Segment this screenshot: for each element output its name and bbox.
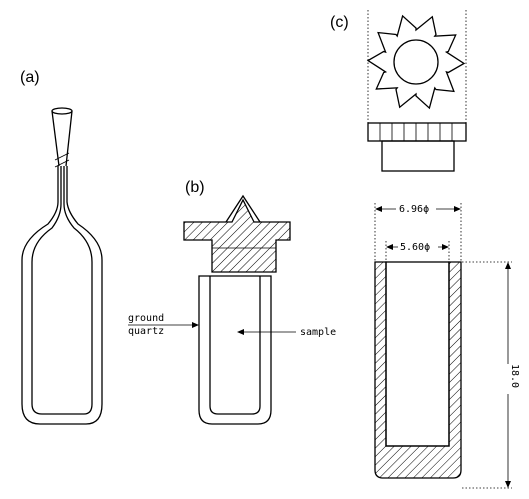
gear-bore xyxy=(393,39,439,85)
ground-quartz-callout: ground quartz xyxy=(128,313,199,337)
outer-diameter-label: 6.96ϕ xyxy=(399,204,429,215)
panel-a: (a) xyxy=(20,69,103,425)
sample-label: sample xyxy=(300,327,336,338)
crucible-cross-section xyxy=(374,261,462,479)
inner-diameter-dimension: 5.60ϕ xyxy=(385,241,450,262)
quartz-label-line2: quartz xyxy=(128,326,164,337)
gear-top-view xyxy=(366,14,466,110)
height-dimension: 18.0 xyxy=(462,261,520,489)
height-label: 18.0 xyxy=(509,364,520,388)
panel-b-label: (b) xyxy=(185,179,205,196)
cap-side-view xyxy=(367,122,467,172)
ground-label-line1: ground xyxy=(128,313,164,324)
crucible-body xyxy=(198,275,272,425)
panel-c-label: (c) xyxy=(330,14,349,31)
panel-b: (b) ground quartz sample xyxy=(128,179,336,425)
sample-callout: sample xyxy=(237,327,336,338)
gear-teeth xyxy=(366,14,466,110)
inner-diameter-label: 5.60ϕ xyxy=(400,242,430,253)
ampoule-outline xyxy=(21,107,103,425)
outer-diameter-dimension: 6.96ϕ xyxy=(374,203,462,262)
cap xyxy=(183,194,291,273)
panel-a-label: (a) xyxy=(20,69,40,86)
panel-c: (c) 6.96ϕ 5.60ϕ xyxy=(330,10,520,489)
